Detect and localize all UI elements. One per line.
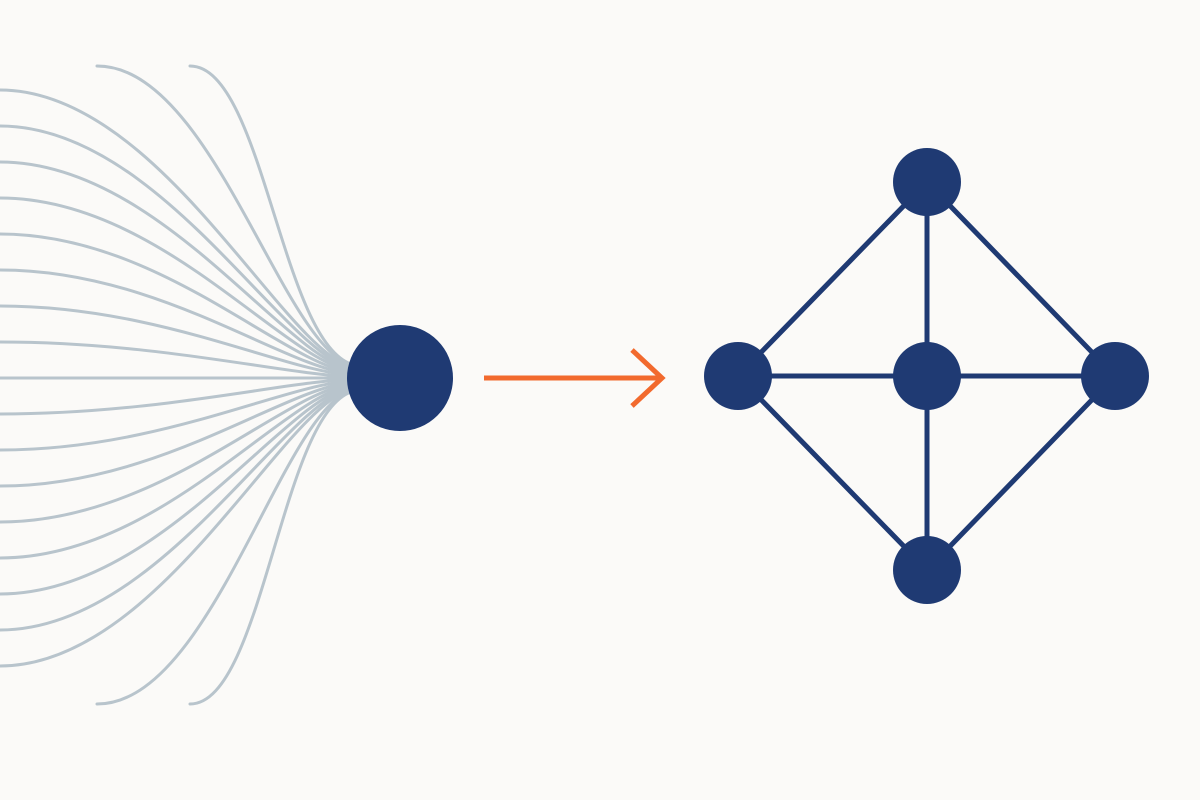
converging-line bbox=[0, 382, 353, 524]
converging-line bbox=[0, 379, 353, 452]
network-node-left bbox=[704, 342, 772, 410]
converging-line bbox=[0, 380, 353, 488]
converging-line bbox=[0, 386, 353, 632]
network-node-top bbox=[893, 148, 961, 216]
converging-line bbox=[188, 64, 353, 366]
network-edge-right-bottom bbox=[924, 373, 1118, 573]
hub-node bbox=[347, 325, 453, 431]
converging-line bbox=[95, 64, 353, 367]
converging-line bbox=[0, 232, 353, 374]
network-edge-left-bottom bbox=[735, 373, 930, 573]
arrow-head bbox=[630, 348, 666, 408]
converging-line bbox=[0, 340, 353, 379]
converging-line bbox=[0, 383, 353, 560]
converging-line bbox=[0, 124, 353, 370]
converging-line bbox=[0, 387, 353, 668]
converging-line bbox=[0, 268, 353, 376]
network-node-right bbox=[1081, 342, 1149, 410]
converging-line bbox=[188, 390, 353, 706]
network-edge-top-left bbox=[735, 179, 930, 379]
hub-group bbox=[347, 325, 453, 431]
converging-line bbox=[0, 384, 353, 596]
converging-line bbox=[0, 377, 353, 416]
arrow-group bbox=[484, 348, 666, 408]
network-node-center bbox=[893, 342, 961, 410]
network-node-bottom bbox=[893, 536, 961, 604]
network-nodes-group bbox=[704, 148, 1149, 604]
converging-line bbox=[0, 196, 353, 373]
converging-line bbox=[0, 88, 353, 369]
converging-line bbox=[95, 389, 353, 706]
converging-lines-group bbox=[0, 64, 353, 706]
converging-line bbox=[0, 304, 353, 377]
network-edge-top-right bbox=[924, 179, 1118, 379]
converging-line bbox=[0, 160, 353, 372]
